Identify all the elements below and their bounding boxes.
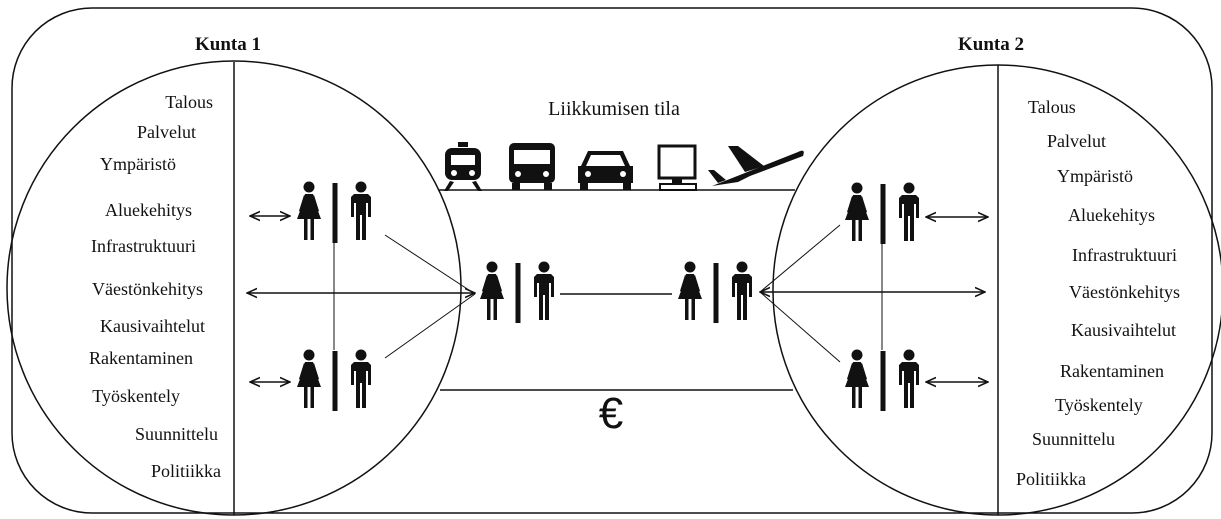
car-icon (578, 151, 633, 190)
m1-factor: Talous (165, 92, 213, 112)
m1-factor: Politiikka (151, 461, 221, 481)
bus-icon (509, 143, 555, 190)
m1-converging-lines (384, 234, 476, 359)
mobility-space-label: Liikkumisen tila (548, 98, 680, 120)
m1-factor: Rakentaminen (89, 348, 193, 368)
m1-factor: Palvelut (137, 122, 196, 142)
m2-top-people-pair-icon (845, 183, 919, 245)
computer-icon (657, 144, 697, 191)
m2-factor: Talous (1028, 97, 1076, 117)
m2-factor: Palvelut (1047, 131, 1106, 151)
center-right-people-pair-icon (678, 262, 752, 324)
m1-factor: Infrastruktuuri (91, 236, 196, 256)
center-left-people-pair-icon (480, 262, 554, 324)
municipality-2-factor-list: Talous Palvelut Ympäristö Aluekehitys In… (1016, 97, 1180, 489)
m2-bottom-people-pair-icon (845, 350, 919, 412)
m2-factor: Ympäristö (1057, 166, 1133, 186)
m2-factor: Väestönkehitys (1069, 282, 1180, 302)
airplane-icon (708, 146, 804, 186)
m1-bottom-people-pair-icon (297, 350, 371, 412)
m2-converging-lines (759, 224, 841, 363)
m1-top-people-pair-icon (297, 182, 371, 244)
outer-frame (11, 7, 1213, 514)
m2-factor: Kausivaihtelut (1071, 320, 1176, 340)
m2-factor: Työskentely (1055, 395, 1143, 415)
m2-factor: Aluekehitys (1068, 205, 1155, 225)
municipality-2-title: Kunta 2 (958, 34, 1024, 55)
m2-factor: Rakentaminen (1060, 361, 1164, 381)
train-icon (444, 142, 482, 191)
m2-factor: Politiikka (1016, 469, 1086, 489)
municipality-1-factor-list: Talous Palvelut Ympäristö Aluekehitys In… (89, 92, 221, 481)
m1-factor: Väestönkehitys (92, 279, 203, 299)
m2-factor: Infrastruktuuri (1072, 245, 1177, 265)
m1-factor: Kausivaihtelut (100, 316, 205, 336)
m1-factor: Ympäristö (100, 154, 176, 174)
m2-factor: Suunnittelu (1032, 429, 1115, 449)
m1-factor: Suunnittelu (135, 424, 218, 444)
m1-factor: Aluekehitys (105, 200, 192, 220)
m1-factor: Työskentely (92, 386, 180, 406)
municipality-1-title: Kunta 1 (195, 34, 261, 55)
euro-symbol: € (599, 389, 623, 438)
